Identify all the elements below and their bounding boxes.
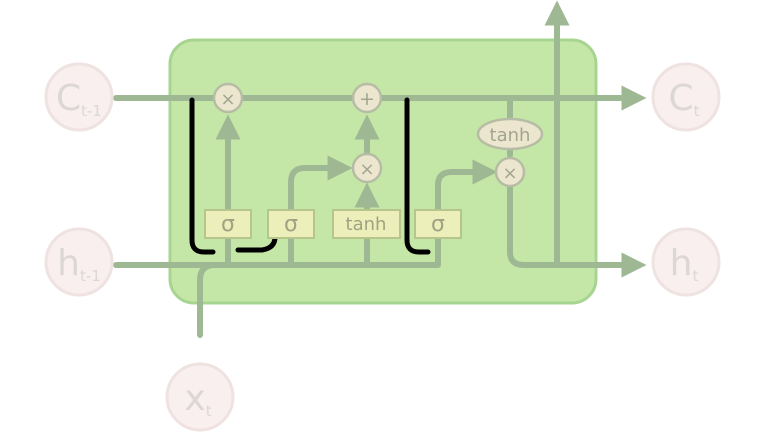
add-symbol: + [359, 88, 375, 110]
forget-gate-layer: σ [204, 209, 252, 239]
pointwise-ops: × + × × tanh [212, 82, 544, 188]
forget-multiply-op: × [212, 82, 244, 114]
output-gate-path [435, 159, 498, 268]
svg-text:Ct-1: Ct-1 [56, 78, 102, 120]
input-gate-label: σ [284, 212, 298, 237]
flow-lines [113, 0, 647, 338]
x-node: xt [165, 362, 235, 432]
bracket-input [235, 234, 278, 253]
h-prev-node: ht-1 [44, 227, 114, 297]
highlight-brackets [189, 97, 431, 255]
output-hidden-path [507, 185, 647, 278]
h-out-base: h [670, 243, 693, 284]
forget-gate-label: σ [221, 212, 235, 237]
io-nodes: Ct-1 ht-1 xt Ct ht [44, 62, 721, 432]
h-prev-base: h [57, 243, 80, 284]
output-multiply-op: × [494, 156, 526, 188]
output-tanh-op: tanh [476, 117, 544, 151]
bracket-output [404, 97, 431, 255]
c-prev-base: C [56, 78, 81, 119]
input-multiply-op: × [351, 152, 383, 184]
h-prev-sub: t-1 [80, 267, 101, 285]
x-sub: t [206, 402, 212, 420]
output-gate-label: σ [431, 212, 445, 237]
svg-text:ht: ht [670, 243, 699, 285]
svg-text:xt: xt [184, 378, 211, 420]
bracket-forget [189, 97, 216, 255]
output-tanh-label: tanh [490, 125, 531, 146]
x-input-line [197, 262, 218, 338]
x-base: x [184, 378, 205, 419]
input-gate-layer: σ [267, 209, 315, 239]
output-gate-layer: σ [414, 209, 462, 239]
c-out-base: C [668, 78, 693, 119]
c-prev-sub: t-1 [81, 102, 102, 120]
nn-layers: σ σ tanh σ [204, 209, 462, 239]
svg-text:Ct: Ct [668, 78, 699, 120]
c-out-node: Ct [651, 62, 721, 132]
h-out-sub: t [692, 267, 698, 285]
svg-text:ht-1: ht-1 [57, 243, 101, 285]
candidate-layer: tanh [332, 209, 401, 239]
add-op: + [351, 82, 383, 114]
c-prev-node: Ct-1 [44, 62, 114, 132]
h-out-node: ht [651, 227, 721, 297]
candidate-label: tanh [346, 214, 387, 235]
output-multiply-symbol: × [502, 163, 517, 184]
input-multiply-symbol: × [359, 159, 374, 180]
input-gate-path [288, 155, 353, 268]
c-out-sub: t [694, 102, 700, 120]
forget-multiply-symbol: × [220, 89, 235, 110]
